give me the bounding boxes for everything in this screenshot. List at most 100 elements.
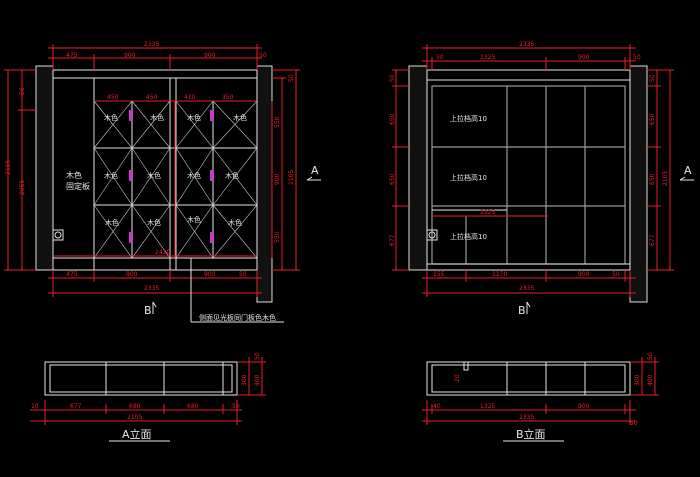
right-total-dim: 2105 — [288, 170, 295, 185]
door-handles — [129, 110, 214, 243]
plan-outline — [44, 361, 238, 396]
top-dimensions: 2335 475 900 900 50 450 450 410 350 — [48, 41, 267, 102]
left-wall — [35, 65, 54, 271]
panel-label: 木色 — [105, 218, 119, 227]
plan-outline — [426, 361, 631, 396]
inner-top-dim: 410 — [184, 94, 196, 101]
plan-right-dim: 50 — [254, 352, 261, 360]
bottom-part-dim: 1170 — [492, 271, 507, 278]
outlet-box — [52, 229, 64, 241]
inner-top-dim: 450 — [146, 94, 158, 101]
shelf-label: 上拉档高10 — [450, 232, 487, 241]
panel-label: 木色 — [228, 218, 242, 227]
plan-title: B立面 — [516, 427, 546, 441]
top-part-dim: 900 — [578, 54, 590, 61]
plan-bottom-total: 2335 — [519, 414, 534, 421]
direction-arrow-head-icon — [306, 176, 313, 181]
top-total-dim: 2335 — [144, 41, 159, 48]
bottom-dimensions: 155 1170 900 50 2335 — [422, 270, 636, 297]
bottom-part-dim: 50 — [239, 271, 247, 278]
plan-inner — [431, 364, 626, 393]
plan-b: 20 50 300 400 40 1325 900 50 2335 B立面 — [422, 352, 659, 442]
left-part-dim: 2055 — [19, 180, 26, 195]
section-arrow-head-icon — [152, 301, 157, 308]
bottom-dimensions: 475 900 900 50 2335 — [48, 270, 262, 297]
bottom-part-dim: 50 — [612, 271, 620, 278]
section-arrow-head-icon — [526, 301, 531, 308]
center-dim: 1325 — [480, 209, 495, 216]
top-part-dim: 900 — [204, 52, 216, 59]
inner-right-dim: 900 — [274, 173, 281, 185]
bottom-total-dim: 2335 — [144, 285, 159, 292]
left-dimensions: 50 650 650 677 — [389, 69, 409, 271]
panel-label: 木色 — [104, 113, 118, 122]
plan-bottom-total: 2105 — [127, 414, 142, 421]
left-part-dim: 50 — [19, 87, 26, 95]
right-part-dim: 650 — [649, 113, 656, 125]
plan-bottom-dim: 10 — [31, 403, 39, 410]
right-total-dim: 2105 — [662, 171, 669, 186]
bottom-part-dim: 900 — [204, 271, 216, 278]
panel-label: 木色 — [187, 113, 201, 122]
plan-title: A立面 — [122, 427, 152, 441]
bottom-part-dim: 155 — [433, 271, 445, 278]
plan-right-dim: 300 — [241, 374, 248, 386]
top-part-dim: 50 — [436, 54, 444, 61]
section-mark: B — [144, 304, 152, 317]
right-part-dim: 50 — [649, 74, 656, 82]
outlet-box — [426, 229, 438, 241]
panel-label: 木色 — [147, 171, 161, 180]
plan-side-mark: 20 — [454, 374, 461, 382]
section-mark: B — [518, 304, 526, 317]
arrow-mark: A — [684, 164, 692, 177]
left-part-dim: 50 — [389, 74, 396, 82]
cabinet-frame — [426, 69, 631, 271]
shelf-label: 上拉档高10 — [450, 173, 487, 182]
panel-label: 木色 — [187, 171, 201, 180]
left-wall — [408, 65, 428, 271]
fixed-panel-label-1: 木色 — [66, 170, 82, 180]
inner-top-dim: 350 — [222, 94, 234, 101]
top-part-dim: 475 — [66, 52, 78, 59]
inner-top-dim: 450 — [107, 94, 119, 101]
panel-label: 木色 — [233, 113, 247, 122]
plan-bottom-dim: 680 — [187, 403, 199, 410]
right-dimensions: 2105 50 650 650 677 — [647, 69, 674, 271]
panel-label: 木色 — [225, 171, 239, 180]
plan-bottom-dim: 40 — [433, 403, 441, 410]
plan-bottom-dim: 680 — [129, 403, 141, 410]
plan-right-dim: 300 — [634, 374, 641, 386]
left-dimensions: 2105 50 2055 — [4, 69, 36, 271]
plan-bottom-dim: 50 — [630, 420, 638, 427]
panel-label: 木色 — [150, 113, 164, 122]
right-wall — [629, 65, 648, 303]
top-part-dim: 50 — [633, 54, 641, 61]
plan-right-dim: 400 — [254, 374, 261, 386]
outlet-icon — [428, 231, 436, 239]
elevation-b: 上拉档高10 上拉档高10 上拉档高10 2335 50 1325 900 50 — [389, 41, 694, 317]
fixed-panel-label-2: 固定板 — [66, 181, 90, 191]
top-part-dim: 900 — [124, 52, 136, 59]
plan-bottom-dim: 900 — [578, 403, 590, 410]
panel-label: 木色 — [187, 215, 201, 224]
side-panel-note: 侧面见光板同门板色木色 — [199, 313, 276, 322]
left-part-dim: 650 — [389, 113, 396, 125]
plan-hardware — [463, 361, 469, 371]
arrow-mark: A — [311, 164, 319, 177]
elevation-a: 木色 固定板 木色 木色 木色 木色 木色 木色 木色 木色 木色 木色 木色 … — [4, 41, 321, 323]
plan-bottom-dim: 677 — [70, 403, 82, 410]
shelf-label: 上拉档高10 — [450, 114, 487, 123]
plan-a: 50 300 400 10 677 680 680 50 2105 A立面 — [30, 352, 266, 442]
bottom-part-dim: 900 — [578, 271, 590, 278]
direction-arrow-head-icon — [679, 176, 686, 181]
inner-right-dim: 550 — [274, 231, 281, 243]
plan-right-dim: 50 — [647, 352, 654, 360]
cabinet-frame — [52, 69, 258, 271]
outlet-icon — [54, 231, 62, 239]
right-part-dim: 650 — [649, 173, 656, 185]
plan-bottom-dim: 1325 — [480, 403, 495, 410]
left-part-dim: 677 — [389, 234, 396, 246]
left-total-dim: 2105 — [5, 160, 12, 175]
plan-inner — [49, 364, 233, 393]
